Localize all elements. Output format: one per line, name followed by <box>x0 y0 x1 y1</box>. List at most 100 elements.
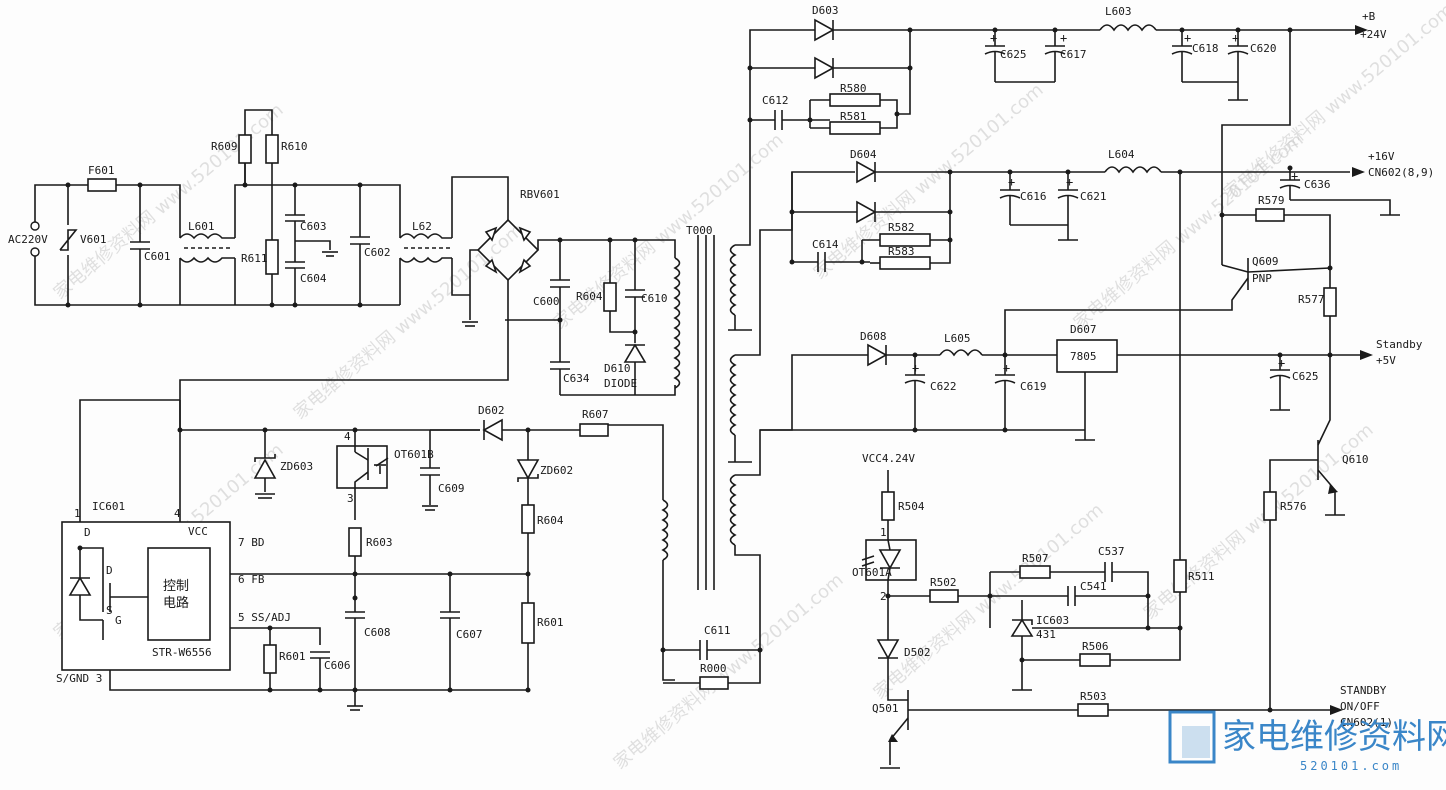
svg-text:+: + <box>1008 175 1015 189</box>
svg-text:+: + <box>1060 31 1067 45</box>
component-label: 7805 <box>1070 350 1097 363</box>
watermark: 家电维修资料网 www.520101.com <box>550 130 788 334</box>
component-label: C625 <box>1292 370 1319 383</box>
q610-section: Q610 R576 <box>1263 440 1369 713</box>
component-label: C601 <box>144 250 171 263</box>
component-label: C617 <box>1060 48 1087 61</box>
component-label: D <box>84 526 91 539</box>
component-label: C619 <box>1020 380 1047 393</box>
component-label: D608 <box>860 330 887 343</box>
watermark: 家电维修资料网 www.520101.com <box>870 500 1108 704</box>
component-label: C618 <box>1192 42 1219 55</box>
component-label: R603 <box>366 536 393 549</box>
component-label: R582 <box>888 221 915 234</box>
component-label: 6 FB <box>238 573 265 586</box>
output-16v: D604 C614 R582 R583 + C616 + C621 L604 <box>735 148 1434 560</box>
fuse-f601 <box>87 178 117 192</box>
component-label: STANDBY <box>1340 684 1387 697</box>
component-label: C621 <box>1080 190 1107 203</box>
component-label: F601 <box>88 164 115 177</box>
component-label: D604 <box>850 148 877 161</box>
component-label: S/GND 3 <box>56 672 102 685</box>
component-label: ZD603 <box>280 460 313 473</box>
component-label: 431 <box>1036 628 1056 641</box>
component-label: OT601B <box>394 448 434 461</box>
watermark: 家电维修资料网 www.520101.com <box>610 570 848 774</box>
component-label: D610 <box>604 362 631 375</box>
component-label: C603 <box>300 220 327 233</box>
component-label: C537 <box>1098 545 1125 558</box>
component-label: C616 <box>1020 190 1047 203</box>
component-label: R604 <box>537 514 564 527</box>
standby-switch: R579 Q609 PNP R577 <box>1004 194 1337 446</box>
component-label: D502 <box>904 646 931 659</box>
component-label: C625 <box>1000 48 1027 61</box>
component-label: R609 <box>211 140 238 153</box>
component-label: R580 <box>840 82 867 95</box>
component-label: 4 <box>174 507 181 520</box>
site-logo: 家电维修资料网 520101.com <box>1168 710 1446 773</box>
component-label: C607 <box>456 628 483 641</box>
component-label: 520101.com <box>1300 759 1402 773</box>
component-label: R583 <box>888 245 915 258</box>
regulator-7805 <box>1056 339 1118 373</box>
component-label: R601 <box>537 616 564 629</box>
svg-text:+: + <box>1003 361 1010 375</box>
component-label: 5 SS/ADJ <box>238 611 291 624</box>
component-label: L603 <box>1105 5 1132 18</box>
isolation-network: C611 R000 <box>660 624 763 690</box>
component-label: CN602(8,9) <box>1368 166 1434 179</box>
bridge-rectifier: RBV601 <box>179 188 560 430</box>
component-label: C622 <box>930 380 957 393</box>
component-label: +24V <box>1360 28 1387 41</box>
component-label: R503 <box>1080 690 1107 703</box>
component-label: D <box>106 564 113 577</box>
component-label: VCC4.24V <box>862 452 915 465</box>
component-label: DIODE <box>604 377 637 390</box>
component-label: STR-W6556 <box>152 646 212 659</box>
component-label: L62 <box>412 220 432 233</box>
ac-terminal <box>30 221 40 231</box>
component-label: C608 <box>364 626 391 639</box>
output-24v: D603 C612 R580 R581 + C625 + C617 L603 <box>735 4 1387 265</box>
svg-text:+: + <box>1066 175 1073 189</box>
component-label: D602 <box>478 404 505 417</box>
component-label: C541 <box>1080 580 1107 593</box>
component-label: G <box>115 614 122 627</box>
component-label: ON/OFF <box>1340 700 1380 713</box>
component-label: T000 <box>686 224 713 237</box>
component-label: +B <box>1362 10 1376 23</box>
component-label: 3 <box>347 492 354 505</box>
svg-text:+: + <box>1291 169 1298 183</box>
component-label: R506 <box>1082 640 1109 653</box>
component-label: IC603 <box>1036 614 1069 627</box>
component-label: OT601A <box>852 566 892 579</box>
output-5v: D608 L605 + C622 + C619 D607 7805 + C625… <box>735 323 1423 476</box>
bulk-capacitor-section: C600 C634 R604 C610 D610 DIODE <box>505 237 676 396</box>
component-label: 1 <box>880 526 887 539</box>
component-label: C606 <box>324 659 351 672</box>
watermark: 家电维修资料网 www.520101.com <box>290 220 528 424</box>
component-label: R601 <box>279 650 306 663</box>
component-label: Q609 <box>1252 255 1279 268</box>
component-label: IC601 <box>92 500 125 513</box>
component-label: D603 <box>812 4 839 17</box>
component-label: R610 <box>281 140 308 153</box>
component-label: C634 <box>563 372 590 385</box>
component-label: C602 <box>364 246 391 259</box>
component-label: L601 <box>188 220 215 233</box>
component-label: 家电维修资料网 <box>1222 717 1446 757</box>
component-label: 4 <box>344 430 351 443</box>
component-label: C611 <box>704 624 731 637</box>
component-label: Q501 <box>872 702 899 715</box>
component-label: C610 <box>641 292 668 305</box>
svg-text:+: + <box>990 31 997 45</box>
component-label: V601 <box>80 233 107 246</box>
component-label: +16V <box>1368 150 1395 163</box>
component-label: L604 <box>1108 148 1135 161</box>
ac-input-label: AC220V <box>8 233 48 246</box>
ac-terminal <box>30 247 40 257</box>
component-label: 2 <box>880 590 887 603</box>
component-label: R607 <box>582 408 609 421</box>
component-label: 1 <box>74 507 81 520</box>
